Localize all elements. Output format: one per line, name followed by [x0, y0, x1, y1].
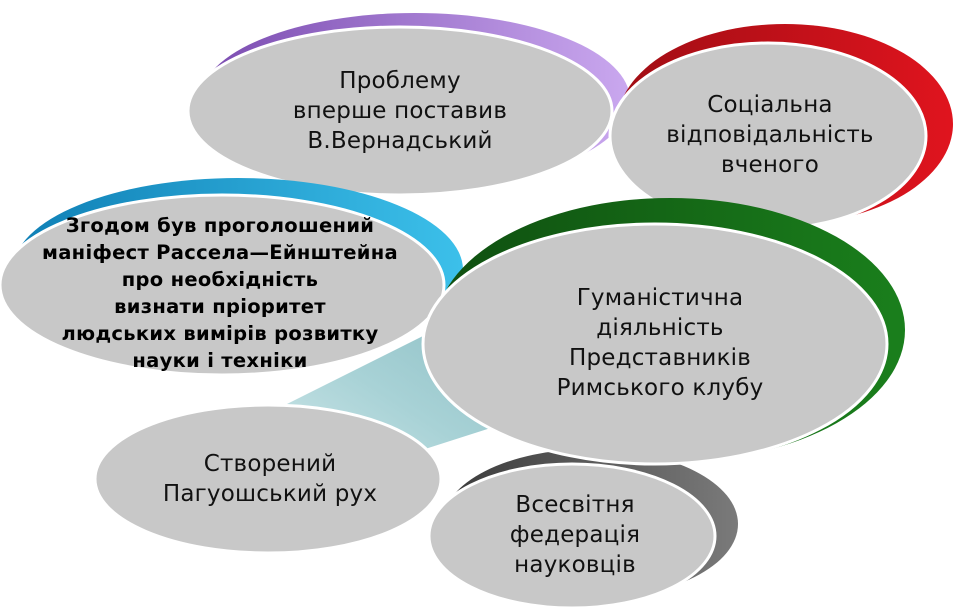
bubble-roman-club [421, 198, 905, 466]
bubble-vernadsky-body [186, 25, 614, 197]
bubble-roman-club-body [421, 222, 889, 466]
bubble-manifest-body [0, 193, 446, 377]
bubble-pugwash-body [93, 403, 443, 555]
bubble-social [608, 24, 953, 231]
bubble-federation [427, 449, 738, 610]
bubble-pugwash [93, 403, 443, 555]
bubble-vernadsky [186, 13, 630, 197]
bubble-manifest [0, 178, 463, 377]
bubble-federation-body [427, 462, 717, 610]
